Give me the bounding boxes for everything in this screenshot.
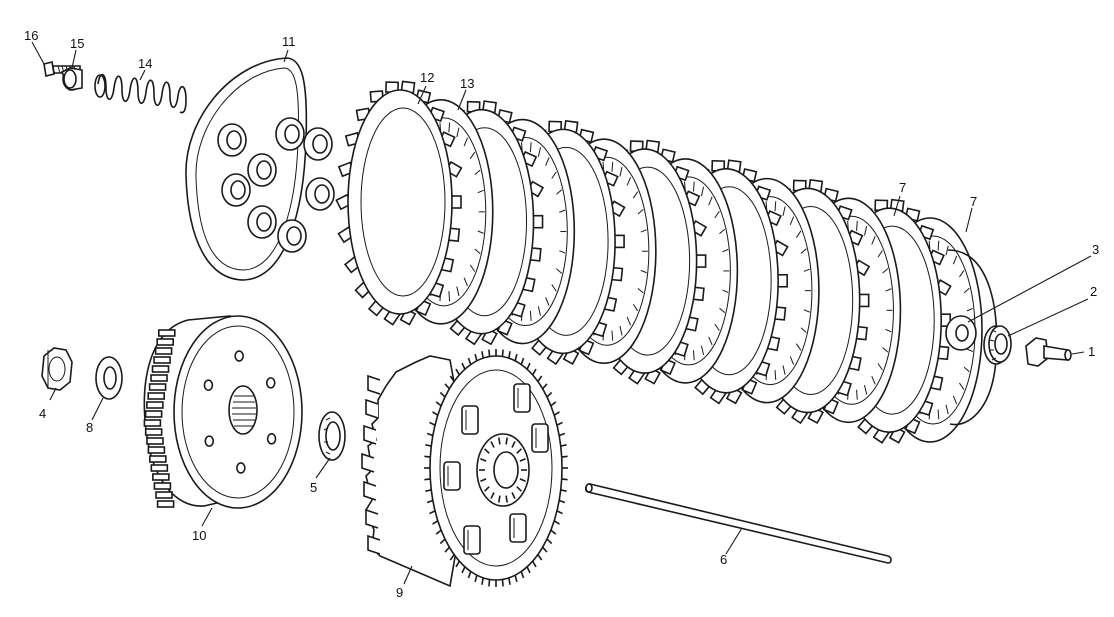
washer-part-3 bbox=[945, 315, 977, 351]
callout-16: 16 bbox=[24, 28, 38, 43]
callout-4: 4 bbox=[39, 406, 46, 421]
clutch-hub-part bbox=[143, 315, 303, 509]
callout-3: 3 bbox=[1092, 242, 1099, 257]
callout-12: 12 bbox=[420, 70, 434, 85]
bearing-part bbox=[983, 325, 1012, 365]
callout-7b: 7 bbox=[970, 194, 977, 209]
callout-labels: 1 2 3 4 5 6 7 7 8 9 10 11 12 13 14 15 16 bbox=[24, 28, 1099, 600]
nut-part bbox=[41, 347, 73, 391]
lock-washer-part bbox=[318, 411, 346, 461]
callout-1: 1 bbox=[1088, 344, 1095, 359]
spring-cup-part bbox=[60, 67, 83, 91]
friction-disc bbox=[335, 80, 463, 326]
callout-15: 15 bbox=[70, 36, 84, 51]
clutch-disc-stack bbox=[335, 80, 998, 444]
push-rod-part bbox=[585, 483, 892, 564]
washer-part-8 bbox=[95, 356, 123, 400]
callout-7a: 7 bbox=[899, 180, 906, 195]
callout-13: 13 bbox=[460, 76, 474, 91]
bolt-part bbox=[1025, 337, 1072, 367]
callout-2: 2 bbox=[1090, 284, 1097, 299]
pressure-plate-part bbox=[185, 57, 335, 281]
callout-9: 9 bbox=[396, 585, 403, 600]
callout-11: 11 bbox=[282, 34, 296, 49]
callout-5: 5 bbox=[310, 480, 317, 495]
callout-14: 14 bbox=[138, 56, 152, 71]
callout-8: 8 bbox=[86, 420, 93, 435]
spring-part bbox=[94, 73, 187, 114]
callout-6: 6 bbox=[720, 552, 727, 567]
leader-lines bbox=[31, 41, 1092, 585]
callout-10: 10 bbox=[192, 528, 206, 543]
clutch-basket-part bbox=[361, 349, 568, 588]
